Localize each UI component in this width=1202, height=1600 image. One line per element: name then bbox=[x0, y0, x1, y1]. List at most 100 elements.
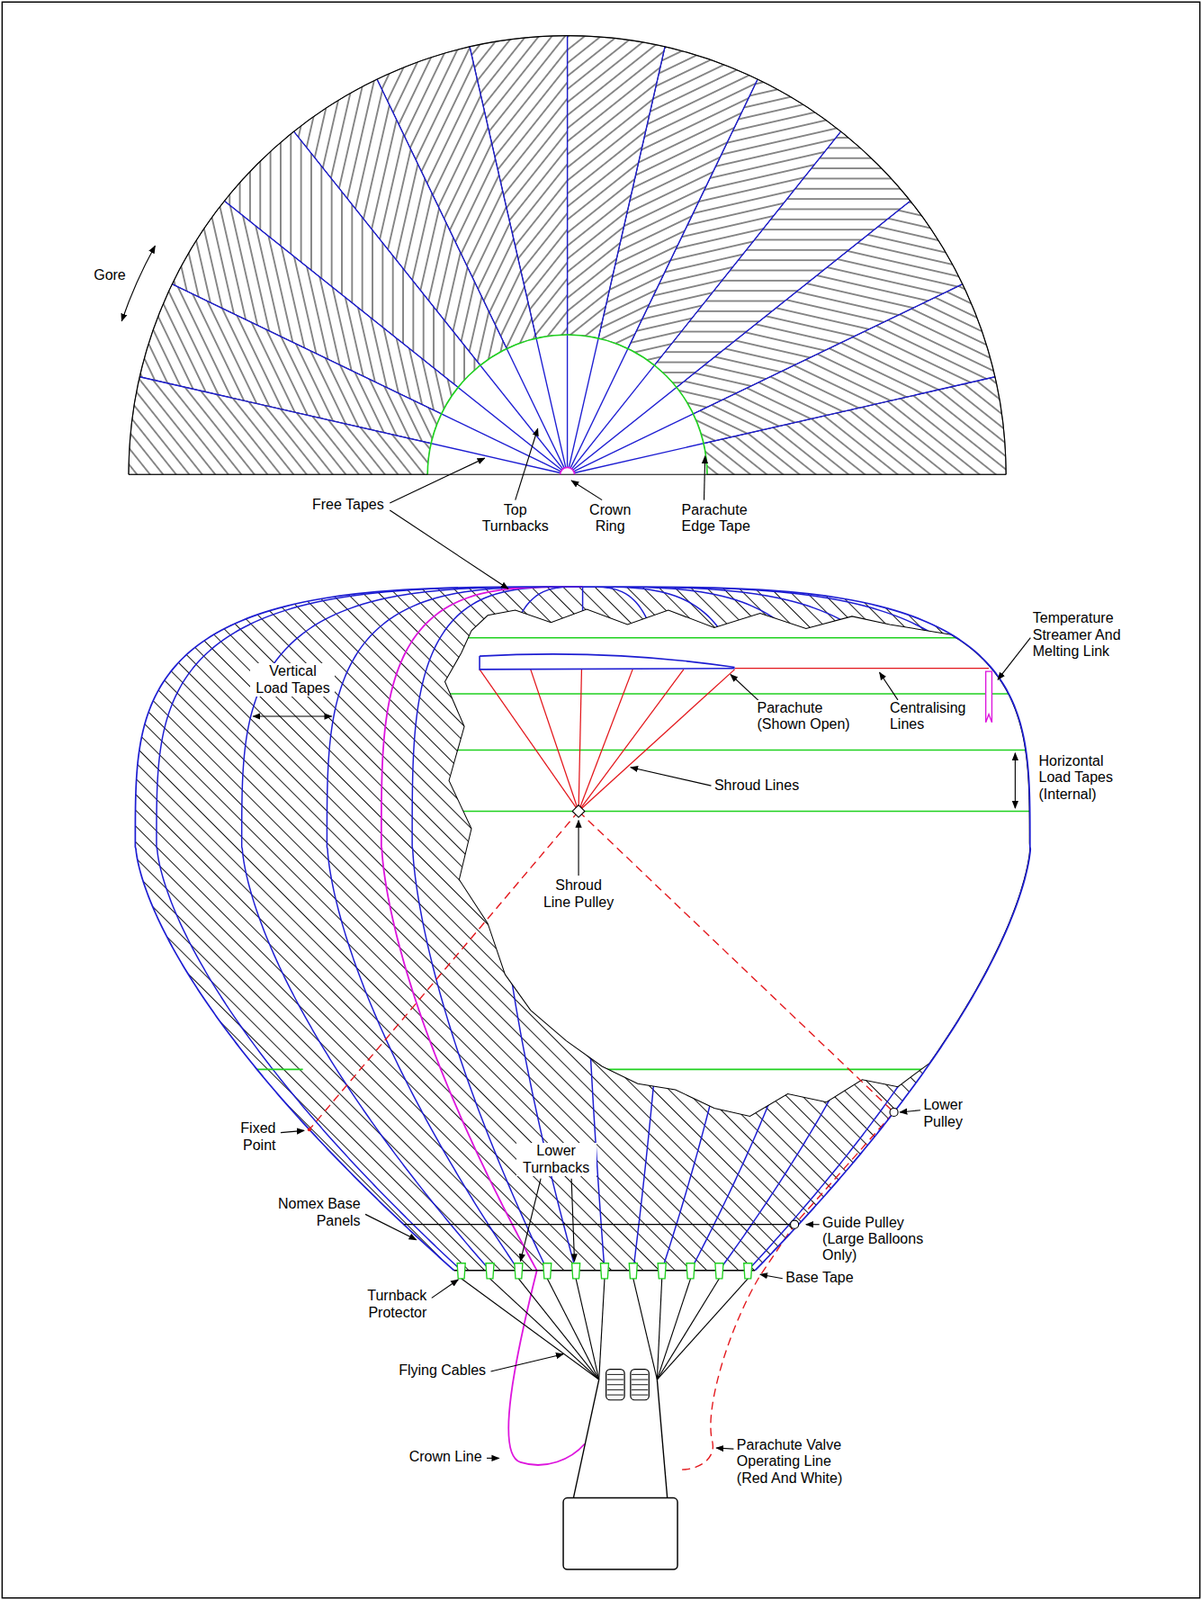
shroud-line bbox=[578, 669, 735, 812]
leader-line bbox=[520, 1178, 541, 1262]
gore-panel bbox=[128, 376, 431, 475]
shroud-line-pulley bbox=[572, 805, 585, 818]
burner-coil bbox=[631, 1394, 648, 1396]
turnback-protector bbox=[485, 1263, 494, 1279]
load-frame bbox=[656, 1379, 667, 1499]
burner-coil bbox=[631, 1379, 648, 1381]
burner-coil bbox=[607, 1373, 624, 1375]
part-label: Centralising Lines bbox=[888, 699, 982, 734]
part-label: Parachute (Shown Open) bbox=[755, 699, 859, 734]
parachute-plan-view bbox=[128, 35, 1006, 476]
load-tape bbox=[376, 79, 565, 468]
flying-cable bbox=[599, 1278, 605, 1380]
crown-line bbox=[508, 1270, 585, 1465]
load-tape bbox=[568, 46, 665, 468]
guide-pulley bbox=[790, 1219, 799, 1229]
leader-line bbox=[280, 1130, 305, 1132]
part-label: Base Tape bbox=[783, 1269, 855, 1286]
part-label: Parachute Edge Tape bbox=[680, 502, 765, 536]
part-label: Flying Cables bbox=[396, 1362, 488, 1379]
flying-cable bbox=[656, 1278, 691, 1380]
dimension-arrow bbox=[252, 715, 332, 717]
burner-coil bbox=[631, 1383, 648, 1385]
burner-coil bbox=[631, 1373, 648, 1375]
part-label: Shroud Lines bbox=[712, 777, 801, 794]
load-tape bbox=[224, 200, 562, 470]
leader-line bbox=[630, 767, 712, 786]
lower-pulley bbox=[889, 1107, 898, 1116]
burner bbox=[630, 1369, 649, 1400]
part-label: Crown Ring bbox=[580, 502, 640, 536]
load-tape bbox=[469, 46, 566, 468]
temperature-streamer bbox=[986, 671, 993, 723]
horizontal-load-tape bbox=[208, 636, 957, 639]
load-tape bbox=[566, 35, 568, 468]
envelope-edge bbox=[128, 35, 1006, 476]
dimension-arrow bbox=[1014, 753, 1016, 808]
envelope-elevation bbox=[134, 586, 1031, 1570]
horizontal-load-tape bbox=[257, 1068, 926, 1071]
part-label: Fixed Point bbox=[228, 1120, 278, 1154]
burner bbox=[606, 1369, 625, 1400]
leader-line bbox=[760, 1273, 783, 1279]
part-label: Horizontal Load Tapes (Internal) bbox=[1037, 753, 1127, 803]
leader-line bbox=[879, 672, 898, 700]
turnback-protector bbox=[572, 1263, 581, 1279]
burner-coil bbox=[607, 1383, 624, 1385]
turnback-protector bbox=[600, 1263, 609, 1279]
load-tape bbox=[570, 79, 758, 468]
flying-cable bbox=[633, 1278, 658, 1380]
envelope-fabric bbox=[134, 586, 1031, 1271]
shroud-line bbox=[578, 669, 633, 812]
flying-cable bbox=[656, 1278, 662, 1380]
burner-coil bbox=[607, 1379, 624, 1381]
vertical-load-tape bbox=[583, 586, 840, 1271]
flying-cable bbox=[547, 1278, 599, 1380]
leader-line bbox=[571, 1178, 575, 1262]
shroud-line bbox=[578, 669, 684, 812]
parachute-canopy bbox=[479, 654, 735, 668]
load-tape bbox=[294, 131, 564, 469]
turnback-protector bbox=[657, 1263, 666, 1279]
part-label: Top Turnbacks bbox=[474, 502, 557, 536]
horizontal-load-tape bbox=[139, 749, 1026, 752]
operating-line bbox=[578, 810, 895, 1470]
part-label: Parachute Valve Operating Line (Red And … bbox=[735, 1436, 854, 1487]
plan-baseline bbox=[128, 474, 1006, 476]
load-tape bbox=[574, 284, 963, 472]
parachute-canopy bbox=[479, 655, 735, 670]
flying-cable bbox=[575, 1278, 600, 1380]
vertical-load-tape bbox=[583, 586, 924, 1271]
load-tape bbox=[573, 200, 911, 470]
flying-cable bbox=[656, 1278, 719, 1380]
fixed-point bbox=[307, 1127, 312, 1131]
operating-line bbox=[309, 810, 579, 1130]
load-tape bbox=[171, 284, 561, 472]
crown-ring bbox=[560, 466, 575, 475]
leader-line bbox=[899, 1110, 921, 1113]
leader-line bbox=[515, 428, 539, 500]
load-tape bbox=[139, 376, 561, 474]
leader-line bbox=[365, 1213, 417, 1239]
leader-lines bbox=[121, 245, 1031, 1458]
part-label: Vertical Load Tapes bbox=[250, 663, 335, 697]
leader-line bbox=[577, 820, 579, 876]
turnback-protector bbox=[744, 1263, 753, 1279]
leader-line bbox=[431, 1279, 458, 1298]
shroud-line bbox=[530, 669, 579, 812]
envelope-interior bbox=[134, 637, 1030, 1070]
load-tape bbox=[574, 376, 996, 474]
part-label: Crown Line bbox=[407, 1448, 485, 1465]
turnback-protector bbox=[686, 1263, 695, 1279]
part-label: Gore bbox=[91, 267, 128, 284]
envelope-ground bbox=[134, 586, 1031, 1271]
burner-coil bbox=[631, 1389, 648, 1391]
leader-line bbox=[571, 480, 602, 501]
leader-line bbox=[704, 456, 706, 501]
leader-line bbox=[806, 1223, 820, 1225]
load-frame bbox=[573, 1379, 599, 1499]
burner-coil bbox=[607, 1389, 624, 1391]
